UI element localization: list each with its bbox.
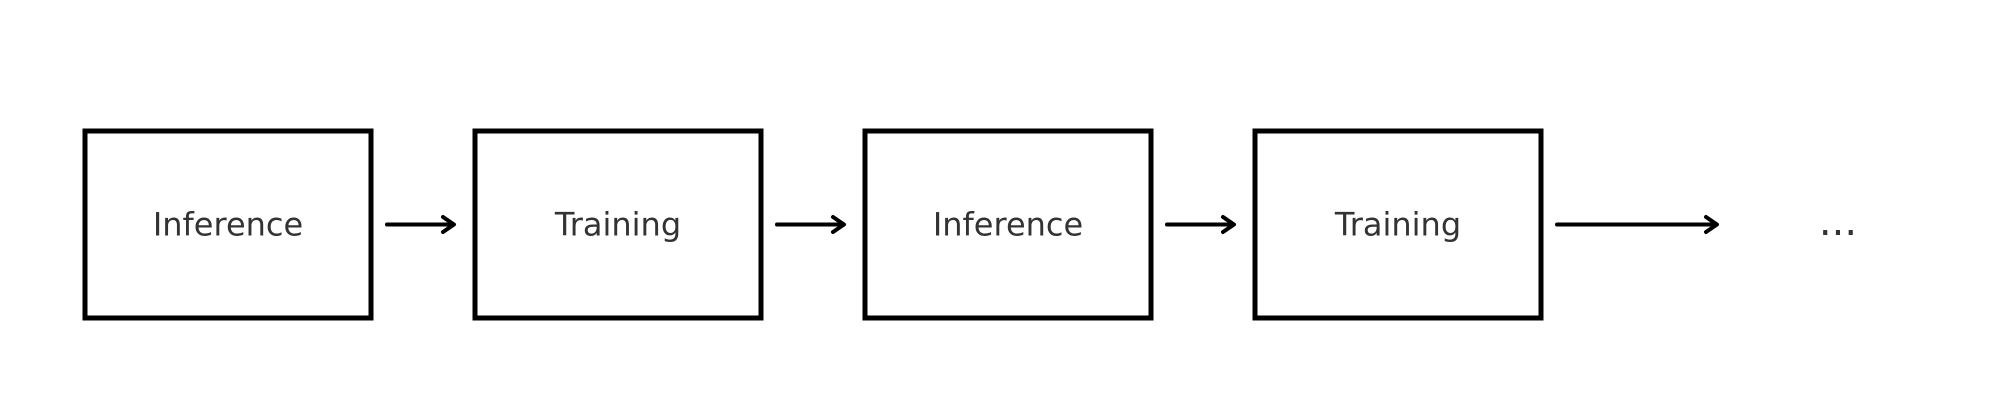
arrow-2-head <box>831 215 846 234</box>
stage-1: Inference <box>82 128 374 321</box>
stage-3-box <box>862 128 1154 321</box>
arrow-3 <box>1165 215 1236 234</box>
arrow-4-head <box>1704 215 1719 234</box>
arrow-4 <box>1555 215 1719 234</box>
arrow-1-head <box>441 215 456 234</box>
stage-4-box <box>1252 128 1544 321</box>
stage-2-box <box>472 128 764 321</box>
continuation-ellipsis: ... <box>1819 199 1857 245</box>
arrow-3-head <box>1221 215 1236 234</box>
stage-1-box <box>82 128 374 321</box>
stage-4-label: Training <box>1334 206 1461 244</box>
arrow-1 <box>385 215 456 234</box>
stage-2: Training <box>472 128 764 321</box>
stage-3-label: Inference <box>933 206 1083 244</box>
stage-3: Inference <box>862 128 1154 321</box>
stage-4: Training <box>1252 128 1544 321</box>
arrow-2 <box>775 215 846 234</box>
stage-1-label: Inference <box>153 206 303 244</box>
stage-2-label: Training <box>554 206 681 244</box>
